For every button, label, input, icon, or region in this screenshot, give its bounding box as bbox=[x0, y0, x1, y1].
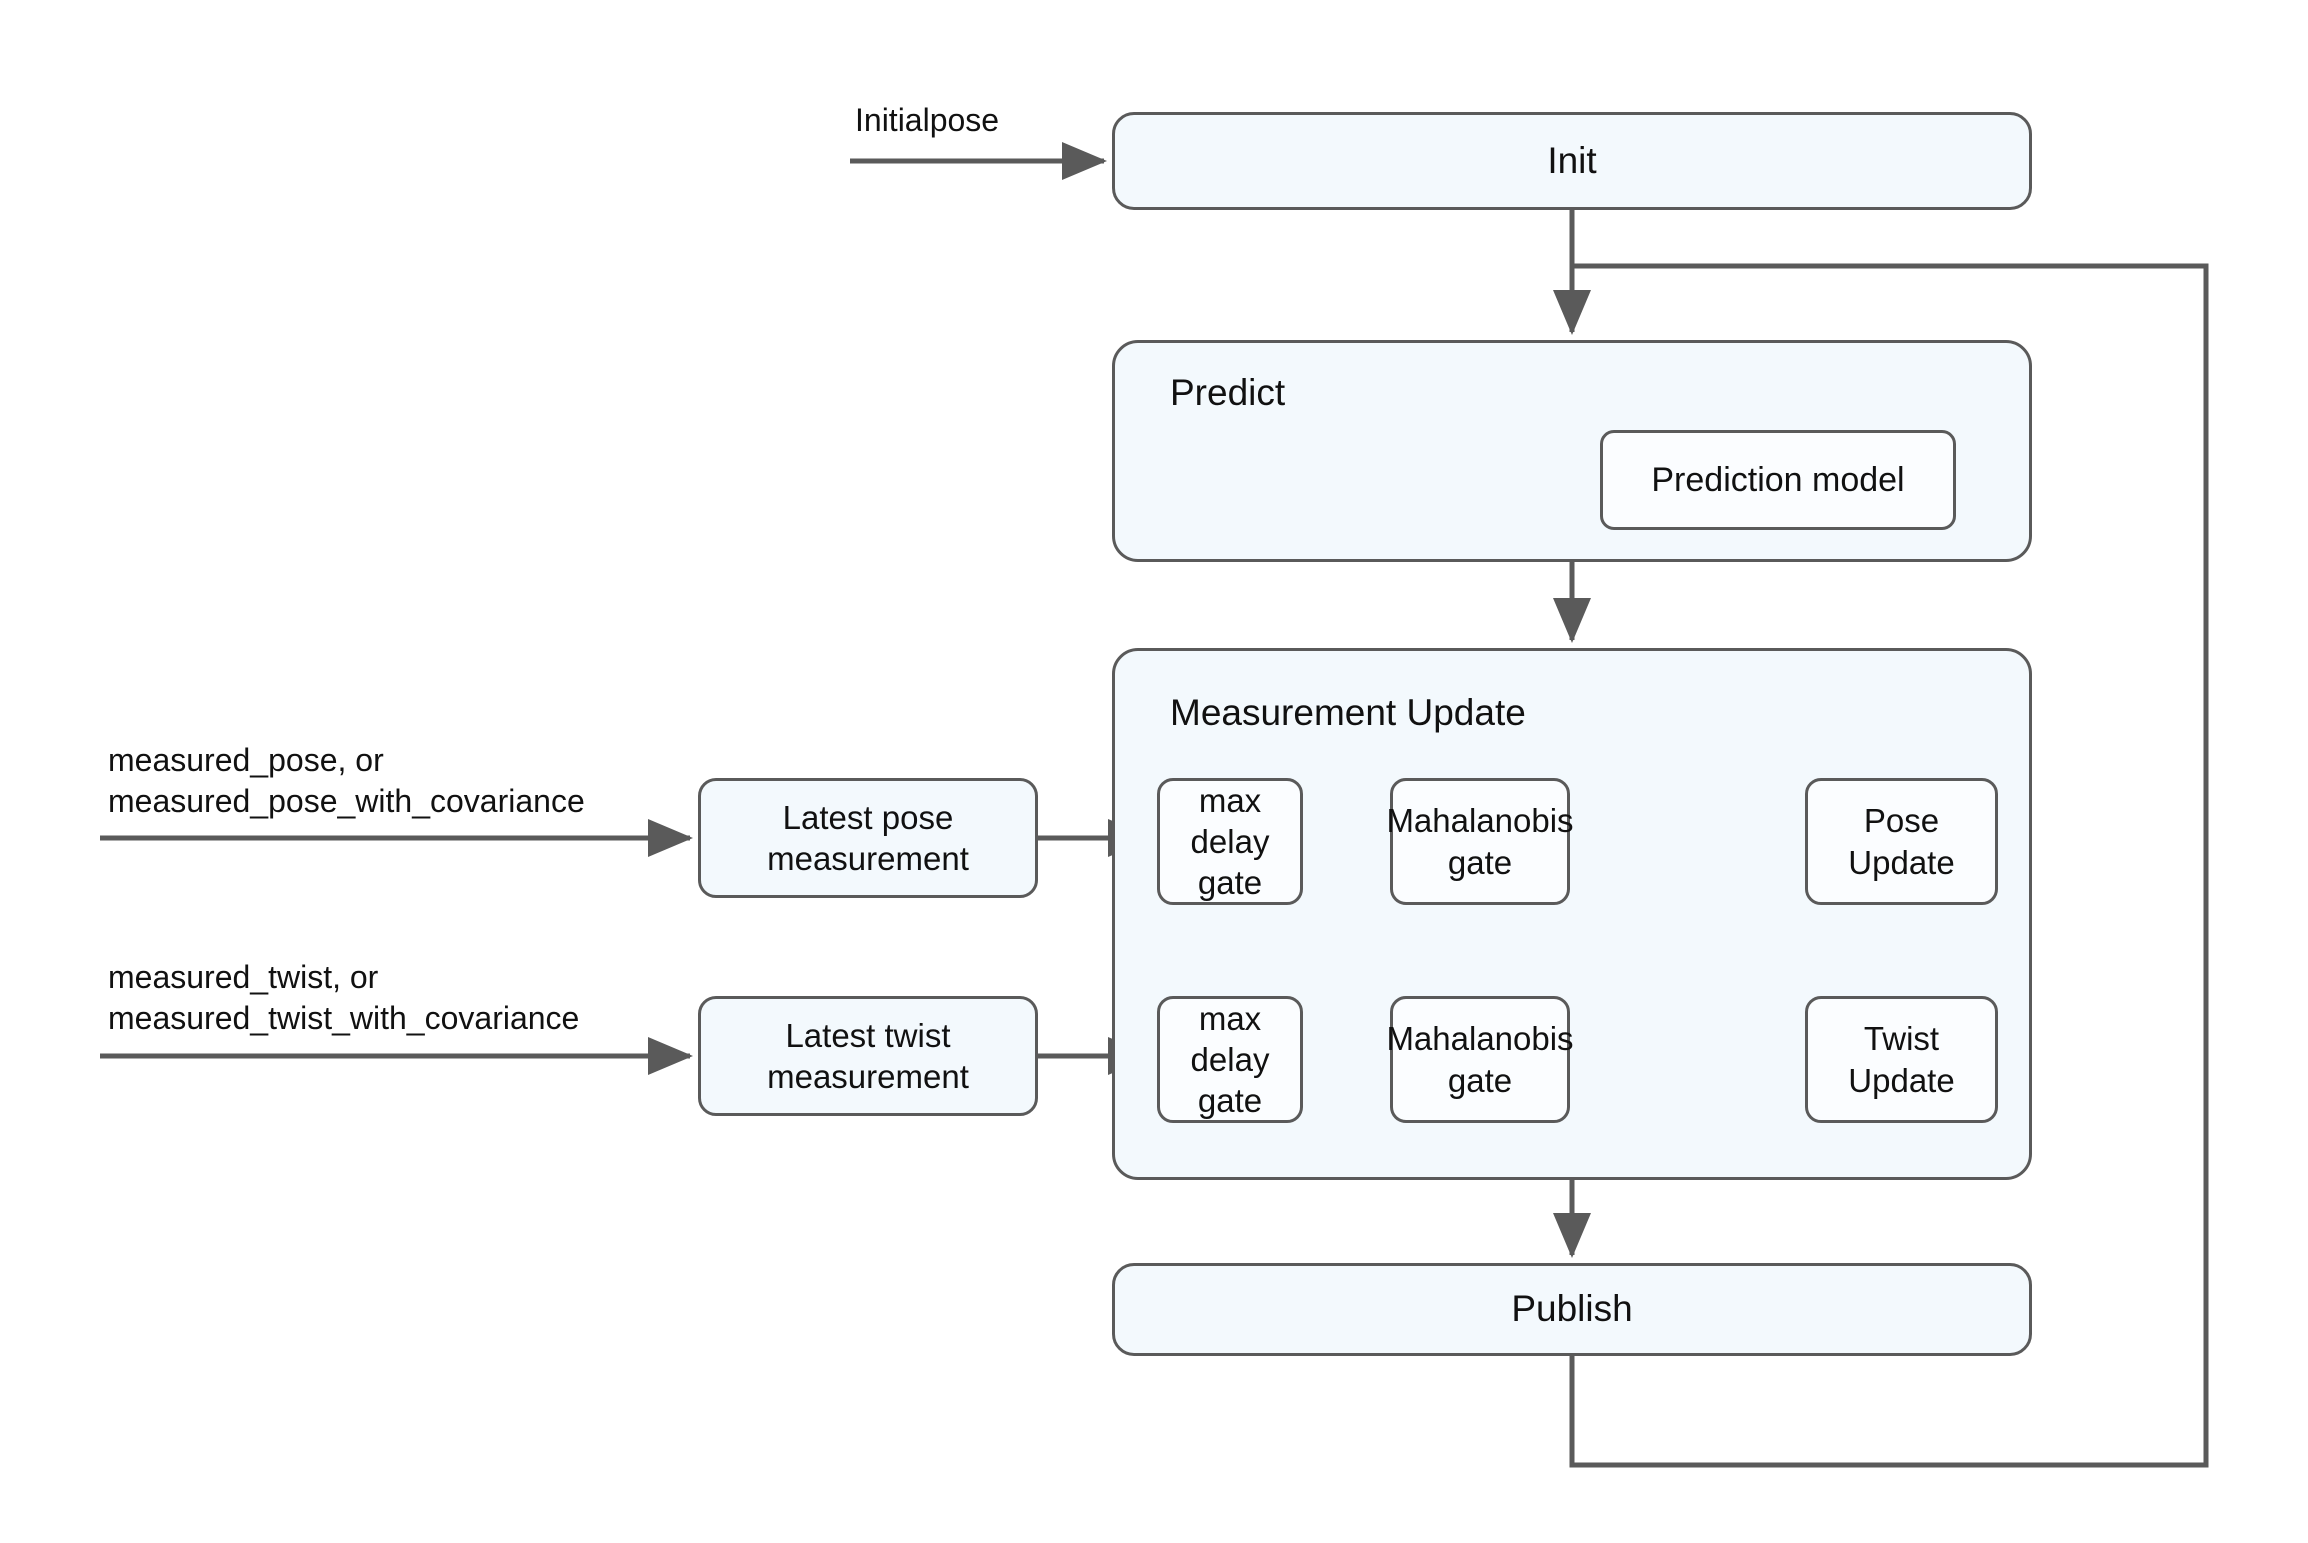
node-predict-title: Predict bbox=[1170, 372, 1286, 413]
node-twist-max-delay-gate-label: max delay gate bbox=[1190, 999, 1270, 1120]
node-pose-max-delay-gate-label: max delay gate bbox=[1190, 781, 1270, 902]
node-latest-twist-measurement[interactable]: Latest twist measurement bbox=[698, 996, 1038, 1116]
node-pose-mahalanobis-gate-label: Mahalanobis gate bbox=[1386, 802, 1574, 881]
node-twist-max-delay-gate[interactable]: max delay gate bbox=[1157, 996, 1303, 1123]
node-latest-twist-measurement-label: Latest twist measurement bbox=[767, 1016, 969, 1095]
node-prediction-model-label: Prediction model bbox=[1651, 460, 1905, 499]
node-latest-pose-measurement-label: Latest pose measurement bbox=[767, 798, 969, 877]
node-pose-max-delay-gate[interactable]: max delay gate bbox=[1157, 778, 1303, 905]
edge-label-measured-twist: measured_twist, or measured_twist_with_c… bbox=[108, 959, 580, 1036]
node-twist-mahalanobis-gate[interactable]: Mahalanobis gate bbox=[1386, 996, 1574, 1123]
node-init-label: Init bbox=[1547, 139, 1597, 181]
edge-label-initialpose: Initialpose bbox=[855, 102, 1000, 138]
node-prediction-model[interactable]: Prediction model bbox=[1600, 430, 1956, 530]
node-pose-mahalanobis-gate[interactable]: Mahalanobis gate bbox=[1386, 778, 1574, 905]
edge-label-measured-pose: measured_pose, or measured_pose_with_cov… bbox=[108, 742, 585, 819]
node-twist-update[interactable]: Twist Update bbox=[1805, 996, 1998, 1123]
node-init[interactable]: Init bbox=[1112, 112, 2032, 210]
node-pose-update-label: Pose Update bbox=[1848, 802, 1955, 881]
node-publish-label: Publish bbox=[1511, 1288, 1633, 1330]
node-twist-update-label: Twist Update bbox=[1848, 1020, 1955, 1099]
node-measurement-update-title: Measurement Update bbox=[1170, 692, 1526, 733]
node-twist-mahalanobis-gate-label: Mahalanobis gate bbox=[1386, 1020, 1574, 1099]
node-pose-update[interactable]: Pose Update bbox=[1805, 778, 1998, 905]
node-publish[interactable]: Publish bbox=[1112, 1263, 2032, 1356]
node-latest-pose-measurement[interactable]: Latest pose measurement bbox=[698, 778, 1038, 898]
